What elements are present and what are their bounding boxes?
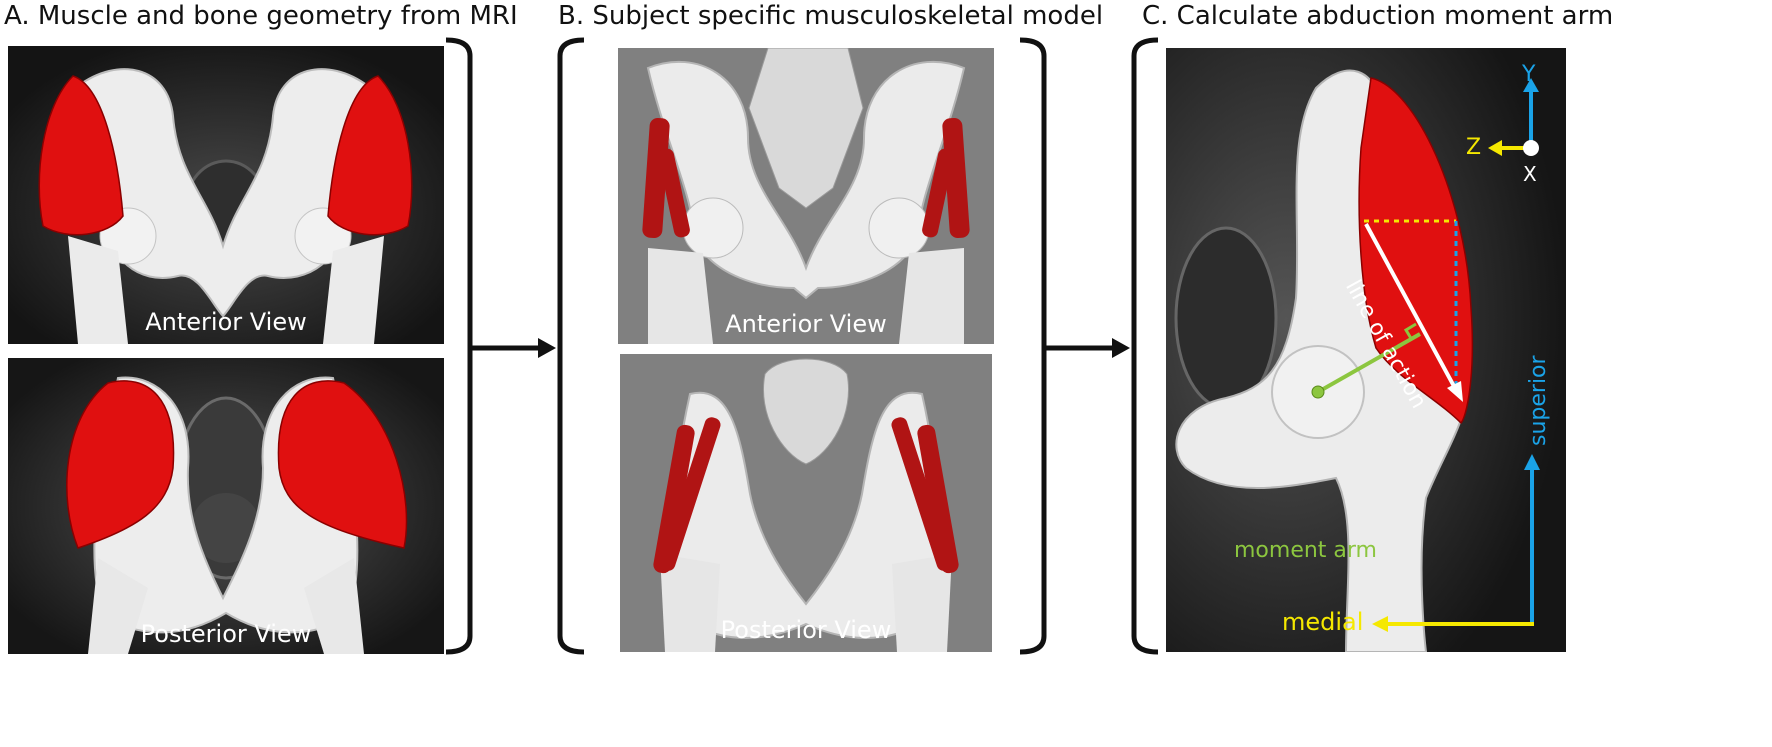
bracket-a-right: [445, 37, 473, 655]
posterior-model-render: [620, 354, 992, 652]
moment-arm-render: [1166, 48, 1566, 652]
z-axis-arrowhead: [1488, 140, 1502, 156]
panel-b-posterior-image: Posterior View: [620, 354, 992, 652]
axis-z-label: Z: [1466, 135, 1482, 160]
anterior-mri-render: [8, 46, 444, 344]
panel-b-anterior-label: Anterior View: [725, 310, 887, 338]
bracket-b-right: [1019, 37, 1047, 655]
panel-a-posterior-label: Posterior View: [140, 620, 312, 648]
panel-a-anterior-image: Anterior View: [8, 46, 444, 344]
panel-a-posterior-image: Posterior View: [8, 358, 444, 654]
panel-c-image: Y Z X line of action moment arm superior…: [1166, 48, 1566, 652]
line-of-action-arrowhead: [1447, 381, 1463, 402]
axis-y-label: Y: [1522, 62, 1536, 87]
right-angle-marker: [1403, 322, 1417, 341]
posterior-mri-render: [8, 358, 444, 654]
panel-c-title: C. Calculate abduction moment arm: [1142, 1, 1614, 31]
moment-arm-line: [1317, 332, 1421, 394]
hip-joint-center: [1311, 385, 1325, 399]
moment-arm-annotations: [1311, 78, 1540, 632]
moment-arm-label: moment arm: [1234, 538, 1377, 563]
arrow-a-to-b-head: [538, 338, 556, 358]
panel-a-title: A. Muscle and bone geometry from MRI: [4, 1, 518, 31]
arrow-b-to-c-head: [1112, 338, 1130, 358]
medial-label: medial: [1282, 608, 1364, 636]
line-of-action-arrow: [1364, 223, 1458, 391]
y-axis-arrowhead: [1523, 78, 1539, 92]
panel-b-posterior-label: Posterior View: [720, 616, 892, 644]
panel-b-anterior-image: Anterior View: [618, 48, 994, 344]
bracket-c-left: [1131, 37, 1159, 655]
axis-x-label: X: [1523, 162, 1537, 186]
anterior-model-render: [618, 48, 994, 344]
superior-arrowhead: [1524, 454, 1540, 470]
x-axis-marker: [1523, 140, 1539, 156]
panel-a-anterior-label: Anterior View: [145, 308, 307, 336]
panel-b-title: B. Subject specific musculoskeletal mode…: [558, 1, 1104, 31]
medial-arrowhead: [1372, 616, 1388, 632]
bracket-b-left: [557, 37, 585, 655]
